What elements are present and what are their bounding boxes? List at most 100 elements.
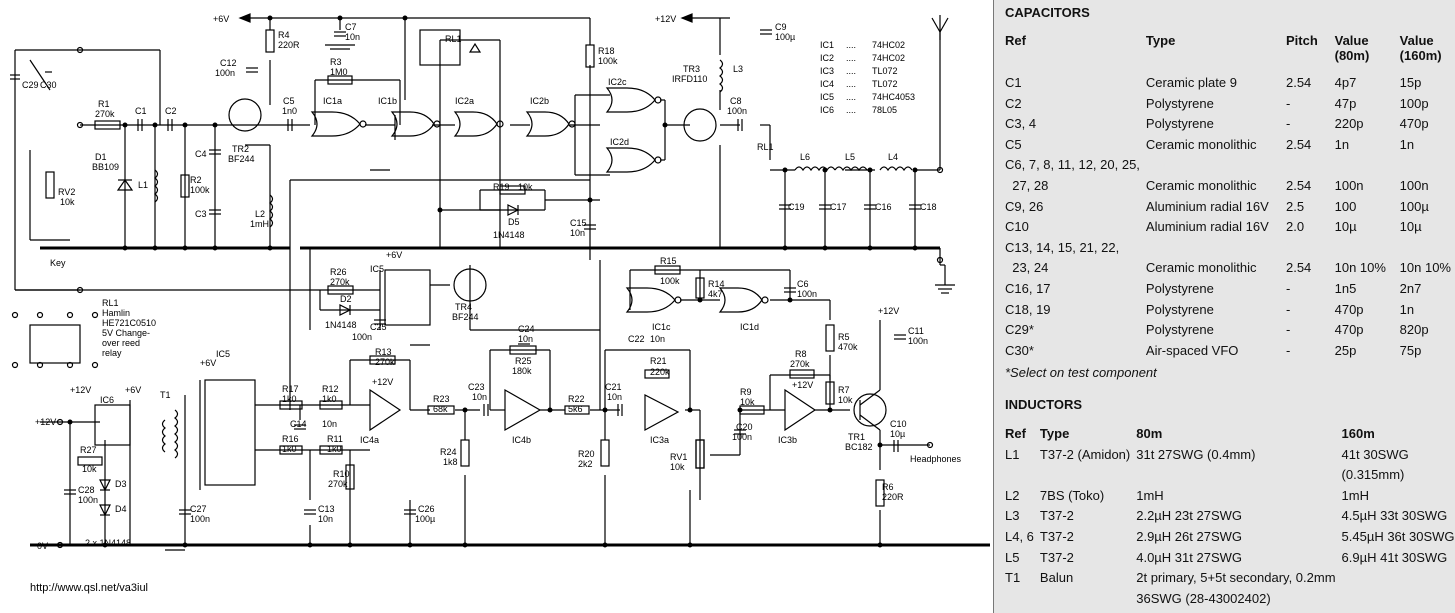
component-label: C24 — [518, 324, 535, 334]
component-value: 2 x 1N4148 — [85, 538, 131, 548]
table-cell: 25p — [1334, 342, 1357, 358]
component-label: L2 — [255, 209, 265, 219]
component-value: 1mH — [250, 219, 269, 229]
table-cell — [1134, 467, 1339, 488]
component-label: R8 — [795, 349, 807, 359]
table-cell: C6, 7, 8, 11, 12, 20, 25, — [1005, 157, 1140, 173]
table-cell: 470p — [1399, 116, 1429, 132]
table-cell: 10µ — [1399, 219, 1422, 235]
component-label: C9 — [775, 22, 787, 32]
component-label: RL1 — [445, 34, 462, 44]
component-label: R23 — [433, 394, 450, 404]
key-label: Key — [50, 258, 66, 268]
table-cell: Polystyrene — [1145, 322, 1214, 338]
table-cell: (0.315mm) — [1341, 467, 1405, 483]
component-value: BB109 — [92, 162, 119, 172]
component-label: IC5 — [370, 264, 384, 274]
svg-text:74HC02: 74HC02 — [872, 40, 905, 50]
component-value: IRFD110 — [672, 74, 707, 84]
table-cell: 27, 28 — [1005, 177, 1049, 193]
component-value: 10n — [607, 392, 622, 402]
svg-text:TL072: TL072 — [872, 66, 898, 76]
component-value: 220k — [650, 367, 670, 377]
table-cell: C3, 4 — [1005, 116, 1037, 132]
component-value: 10n — [318, 514, 333, 524]
table-cell: T37-2 — [1039, 508, 1074, 524]
component-label: R21 — [650, 356, 667, 366]
table-cell: C13, 14, 15, 21, 22, — [1005, 239, 1120, 255]
table-cell — [1340, 570, 1455, 591]
table-cell: 2.5 — [1285, 198, 1305, 214]
logic-gates — [310, 87, 769, 313]
component-label: R24 — [440, 447, 457, 457]
table-header-row: Ref Type 80m 160m — [1003, 426, 1455, 447]
component-label: C20 — [736, 422, 753, 432]
component-value: 1N4148 — [493, 230, 525, 240]
supply-label: +6V — [386, 250, 402, 260]
component-value: 100n — [908, 336, 928, 346]
table-cell: - — [1285, 280, 1291, 296]
table-cell: T37-2 — [1039, 549, 1074, 565]
table-cell: 2.54 — [1285, 177, 1312, 193]
component-label: C6 — [797, 279, 809, 289]
svg-text:over reed: over reed — [102, 338, 140, 348]
supply-label: +12V — [792, 380, 813, 390]
component-label: L3 — [733, 64, 743, 74]
component-label: IC2c — [608, 77, 627, 87]
table-cell: 100µ — [1399, 198, 1429, 214]
col-type: Type — [1039, 426, 1070, 441]
component-label: R27 — [80, 445, 97, 455]
component-label: D3 — [115, 479, 127, 489]
table-cell: 10n 10% — [1399, 260, 1451, 276]
component-label: C19 — [788, 202, 805, 212]
component-label: D4 — [115, 504, 127, 514]
supply-label: +6V — [125, 385, 141, 395]
component-label: TR2 — [232, 144, 249, 154]
component-label: D5 — [508, 217, 520, 227]
component-label: C23 — [468, 382, 485, 392]
component-label: R20 — [578, 449, 595, 459]
component-label: C3 — [195, 209, 207, 219]
table-cell: C10 — [1005, 219, 1029, 235]
table-cell: 4.5µH 33t 30SWG — [1341, 508, 1448, 524]
table-row: (0.315mm) — [1003, 467, 1455, 488]
component-label: IC5 — [216, 349, 230, 359]
component-label: C10 — [890, 419, 907, 429]
svg-text:....: .... — [846, 66, 856, 76]
capacitors-heading: CAPACITORS — [1005, 5, 1090, 20]
component-value: 4k7 — [708, 289, 723, 299]
table-cell: 75p — [1399, 342, 1422, 358]
table-cell — [1038, 591, 1134, 612]
component-value: 220R — [882, 492, 904, 502]
col-80m: Value (80m) — [1334, 33, 1370, 63]
svg-text:TL072: TL072 — [872, 79, 898, 89]
table-cell: L4, 6 — [1005, 528, 1034, 544]
component-label: C13 — [318, 504, 335, 514]
component-value: 100n — [78, 495, 98, 505]
component-label: C7 — [345, 22, 357, 32]
component-label: IC6 — [100, 395, 114, 405]
component-value: 10n — [570, 228, 585, 238]
table-cell: C18, 19 — [1005, 301, 1051, 317]
table-cell — [1003, 467, 1038, 488]
table-cell: 820p — [1399, 322, 1429, 338]
table-cell: 47p — [1334, 95, 1357, 111]
col-160m: Value (160m) — [1399, 33, 1442, 63]
component-value: 270k — [95, 109, 115, 119]
table-cell: 15p — [1399, 75, 1422, 90]
ic-boxes — [29, 29, 461, 486]
table-cell: 100 — [1334, 198, 1357, 214]
table-cell — [1333, 157, 1398, 178]
ic-legend-row: IC6....78L05 — [820, 105, 897, 115]
component-label: C14 — [290, 419, 307, 429]
component-label: RV1 — [670, 452, 687, 462]
component-value: 10n — [322, 419, 337, 429]
svg-text:IC4: IC4 — [820, 79, 834, 89]
component-label: C30 — [40, 80, 57, 90]
